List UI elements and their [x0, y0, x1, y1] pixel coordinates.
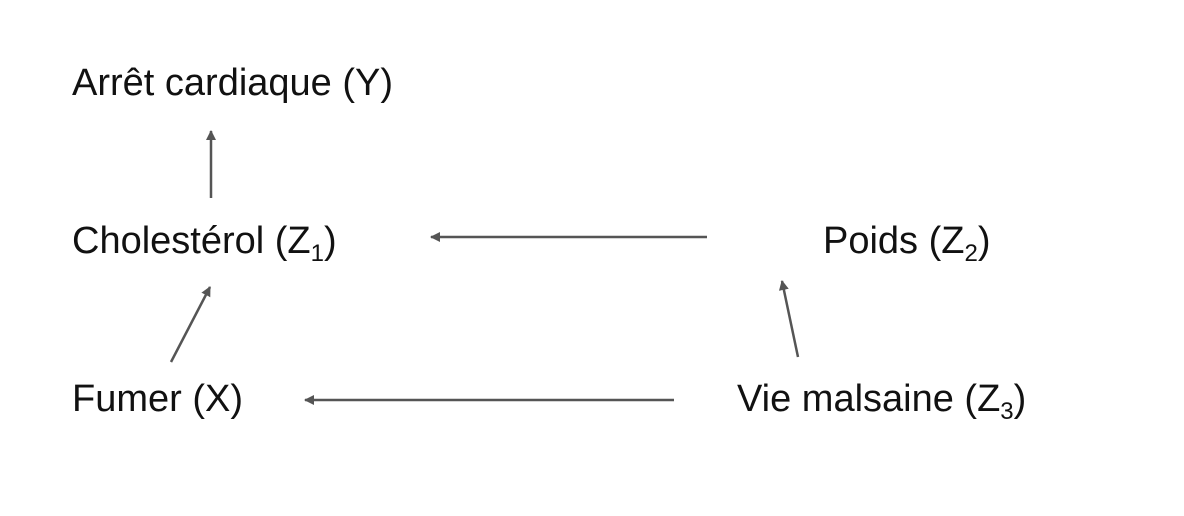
node-label: Poids (Z	[823, 220, 965, 262]
node-fumer: Fumer (X)	[72, 380, 243, 418]
node-label-suffix: )	[977, 220, 991, 262]
node-label: Cholestérol (Z	[72, 220, 311, 262]
node-label: Vie malsaine (Z	[737, 378, 1001, 420]
node-label-suffix: )	[1013, 378, 1027, 420]
node-label-suffix: )	[324, 220, 337, 262]
node-label: Arrêt cardiaque (Y)	[72, 62, 394, 104]
node-subscript: 2	[964, 240, 978, 267]
node-subscript: 1	[310, 240, 324, 267]
edge-z3-to-z2	[778, 280, 800, 358]
node-poids: Poids (Z2)	[823, 220, 991, 266]
node-subscript: 3	[1000, 398, 1014, 425]
node-cholesterol: Cholestérol (Z1)	[72, 220, 337, 266]
edge-x-to-z1	[169, 286, 212, 363]
node-label: Fumer (X)	[72, 378, 243, 420]
node-arret-cardiaque: Arrêt cardiaque (Y)	[72, 64, 393, 102]
node-vie-malsaine: Vie malsaine (Z3)	[737, 378, 1027, 424]
